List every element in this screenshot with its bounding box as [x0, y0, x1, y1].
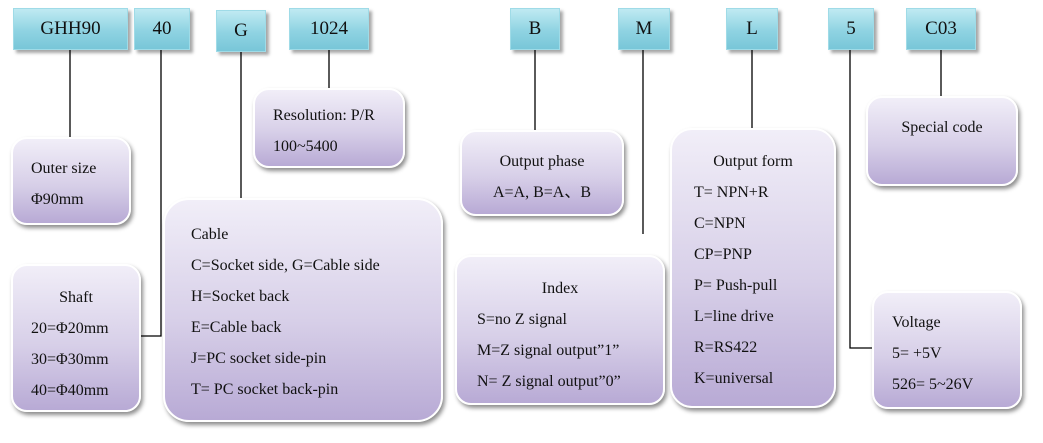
cable-line: T= PC socket back-pin	[191, 381, 339, 398]
output-form-line: K=universal	[694, 370, 774, 387]
index-box: Index S=no Z signal M=Z signal output”1”…	[455, 255, 665, 405]
resolution-line: 100~5400	[273, 138, 338, 155]
resolution-box: Resolution: P/R 100~5400	[253, 88, 405, 168]
outer-size-title: Outer size	[31, 160, 97, 177]
index-line: N= Z signal output”0”	[477, 373, 621, 390]
code-label: B	[528, 18, 542, 39]
code-label: GHH90	[40, 18, 101, 39]
special-code-box: Special code	[866, 96, 1018, 186]
index-line: S=no Z signal	[477, 311, 567, 328]
code-label: C03	[925, 18, 957, 39]
code-box-5: 5	[828, 8, 874, 50]
output-form-title: Output form	[713, 153, 793, 170]
output-form-line: C=NPN	[694, 215, 746, 232]
code-box-m: M	[618, 8, 670, 50]
shaft-title: Shaft	[59, 289, 93, 306]
code-box-ghh90: GHH90	[13, 8, 128, 50]
shaft-line: 20=Φ20mm	[31, 320, 109, 337]
index-line: M=Z signal output”1”	[477, 342, 620, 359]
output-form-line: L=line drive	[694, 308, 774, 325]
output-phase-title: Output phase	[499, 153, 585, 170]
outer-size-line: Φ90mm	[31, 191, 84, 208]
code-label: 1024	[310, 18, 348, 39]
shaft-line: 40=Φ40mm	[31, 382, 109, 399]
code-box-b: B	[510, 8, 560, 50]
output-form-line: CP=PNP	[694, 246, 752, 263]
index-title: Index	[541, 280, 579, 297]
special-code-title: Special code	[901, 119, 983, 136]
output-form-line: R=RS422	[694, 339, 758, 356]
resolution-title: Resolution: P/R	[273, 107, 375, 124]
code-label: G	[234, 20, 248, 41]
code-box-1024: 1024	[289, 8, 369, 50]
outer-size-box: Outer size Φ90mm	[11, 137, 131, 225]
cable-line: E=Cable back	[191, 319, 282, 336]
cable-line: J=PC socket side-pin	[191, 350, 327, 367]
voltage-box: Voltage 5= +5V 526= 5~26V	[872, 291, 1022, 409]
cable-box: Cable C=Socket side, G=Cable side H=Sock…	[163, 198, 443, 422]
output-form-line: P= Push-pull	[694, 277, 778, 294]
output-phase-line: A=A, B=A、B	[492, 184, 592, 201]
code-label: 5	[846, 18, 856, 39]
output-phase-box: Output phase A=A, B=A、B	[460, 130, 624, 216]
cable-line: C=Socket side, G=Cable side	[191, 257, 380, 274]
voltage-line: 5= +5V	[892, 345, 942, 362]
code-box-40: 40	[134, 8, 190, 50]
code-label: L	[746, 18, 758, 39]
code-box-c03: C03	[906, 8, 976, 50]
cable-title: Cable	[191, 226, 229, 243]
shaft-box: Shaft 20=Φ20mm 30=Φ30mm 40=Φ40mm	[11, 264, 141, 412]
connector-40-shaft	[141, 50, 162, 337]
shaft-line: 30=Φ30mm	[31, 351, 109, 368]
connector-5-voltage	[849, 50, 872, 349]
cable-line: H=Socket back	[191, 288, 290, 305]
code-box-g: G	[216, 10, 266, 52]
voltage-title: Voltage	[892, 314, 941, 331]
code-box-l: L	[726, 8, 778, 50]
code-label: M	[635, 18, 653, 39]
voltage-line: 526= 5~26V	[892, 376, 974, 393]
output-form-line: T= NPN+R	[694, 184, 769, 201]
code-label: 40	[152, 18, 172, 39]
output-form-box: Output form T= NPN+R C=NPN CP=PNP P= Pus…	[670, 128, 836, 408]
